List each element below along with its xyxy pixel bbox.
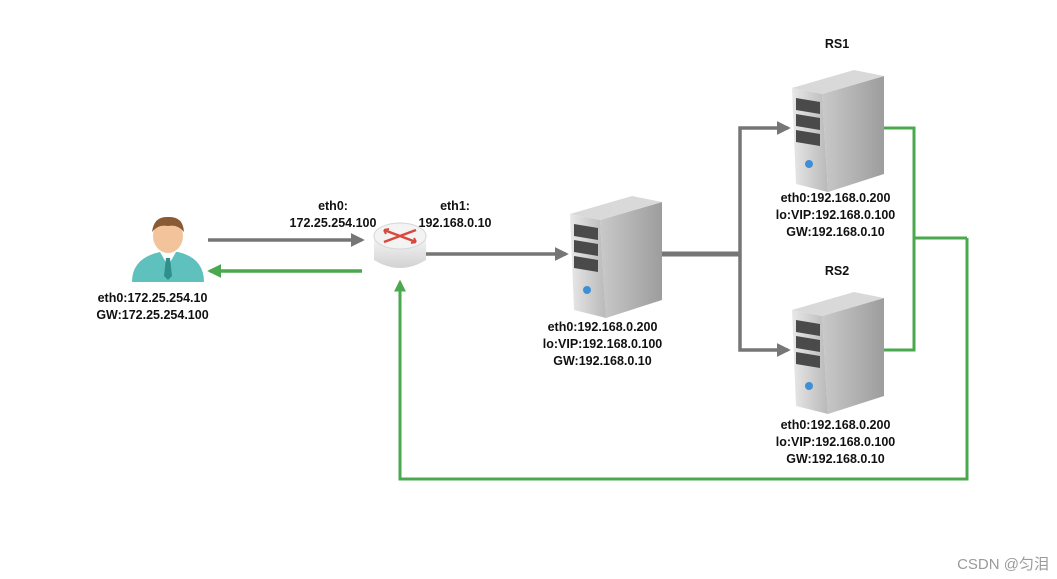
rs2-lo: lo:VIP:192.168.0.100 (775, 435, 896, 449)
rs1-label: eth0:192.168.0.200 lo:VIP:192.168.0.100 … (763, 190, 908, 241)
client-label: eth0:172.25.254.10 GW:172.25.254.100 (80, 290, 225, 324)
router-eth0-ip: 172.25.254.100 (289, 216, 377, 230)
director-label: eth0:192.168.0.200 lo:VIP:192.168.0.100 … (530, 319, 675, 370)
watermark: CSDN @匀泪 (957, 556, 1049, 573)
rs2-name: RS2 (824, 264, 850, 278)
request-line-to-rs1 (738, 121, 791, 254)
rs1-gw: GW:192.168.0.10 (786, 225, 885, 239)
director-eth0: eth0:192.168.0.200 (547, 320, 658, 334)
router-eth1-title: eth1: (440, 199, 470, 213)
router-eth0-label: eth0: 172.25.254.100 (275, 198, 391, 232)
rs1-server-icon (792, 70, 884, 198)
director-server-icon (570, 196, 662, 324)
user-icon (132, 216, 204, 282)
request-line-to-rs2 (738, 254, 791, 357)
response-line-rs1 (878, 126, 916, 238)
rs1-eth0: eth0:192.168.0.200 (780, 191, 891, 205)
rs2-gw: GW:192.168.0.10 (786, 452, 885, 466)
router-eth1-label: eth1: 192.168.0.10 (410, 198, 500, 232)
response-line-to-router (394, 238, 969, 481)
router-eth0-title: eth0: (318, 199, 348, 213)
client-gw: GW:172.25.254.100 (96, 308, 209, 322)
response-line-rs2 (878, 236, 967, 352)
router-icon (373, 222, 427, 268)
director-lo: lo:VIP:192.168.0.100 (542, 337, 663, 351)
rs1-name: RS1 (824, 37, 850, 51)
router-eth1-ip: 192.168.0.10 (418, 216, 492, 230)
rs1-lo: lo:VIP:192.168.0.100 (775, 208, 896, 222)
rs2-server-icon (792, 292, 884, 420)
rs2-label: eth0:192.168.0.200 lo:VIP:192.168.0.100 … (763, 417, 908, 468)
rs2-eth0: eth0:192.168.0.200 (780, 418, 891, 432)
director-gw: GW:192.168.0.10 (553, 354, 652, 368)
client-eth0: eth0:172.25.254.10 (97, 291, 208, 305)
